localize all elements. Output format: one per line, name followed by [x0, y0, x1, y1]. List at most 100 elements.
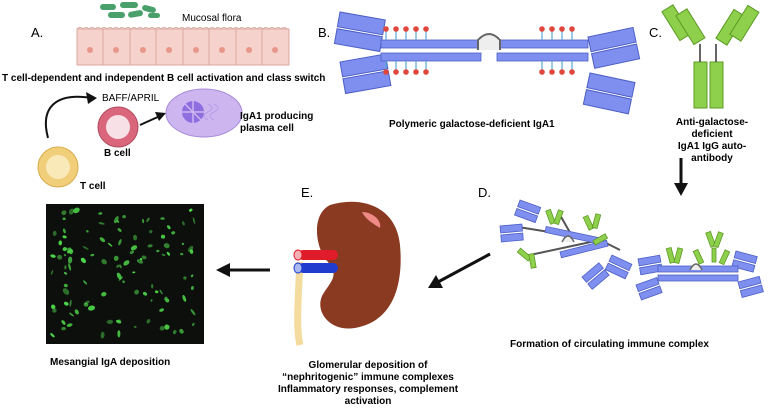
fluorescence-speck [163, 243, 170, 249]
fluorescence-speck [50, 270, 54, 275]
panel-c-line-3: IgA1 IgG auto- [677, 141, 747, 152]
b-cell [97, 106, 139, 148]
mucosal-flora-bacteria [100, 2, 160, 18]
plasma-cell-label-2: plasma cell [240, 123, 294, 134]
fluorescence-speck [192, 217, 196, 224]
fluorescence-speck [161, 253, 166, 257]
fluorescence-speck [167, 225, 171, 230]
panel-d-caption: Formation of circulating immune complex [510, 339, 709, 350]
fluorescence-speck [133, 325, 137, 329]
fluorescence-speck [63, 271, 68, 275]
fluorescence-speck [129, 250, 134, 254]
fluorescence-speck [63, 283, 68, 288]
panel-label-b: B. [318, 25, 331, 40]
b-cell-label: B cell [104, 148, 131, 159]
fluorescence-speck [192, 322, 195, 326]
fluorescence-speck [50, 254, 56, 258]
fluorescence-speck [139, 257, 143, 261]
fluorescence-speck [172, 329, 177, 335]
fluorescence-speck [164, 296, 168, 301]
diagonal-arrow [437, 252, 491, 284]
fluorescence-speck [156, 249, 160, 253]
mesangial-caption: Mesangial IgA deposition [50, 357, 171, 368]
fluorescence-speck [67, 247, 72, 253]
arrowhead [86, 92, 97, 104]
fluorescence-speck [90, 253, 95, 257]
kidney [293, 201, 401, 346]
fluorescence-speck [119, 264, 122, 269]
fluorescence-speck [101, 259, 107, 265]
fluorescence-speck [190, 286, 194, 290]
activation-title: T cell-dependent and independent B cell … [2, 73, 326, 84]
igg-autoantibody [661, 4, 760, 109]
polymeric-iga1-molecule [333, 11, 641, 115]
epithelium-layer [76, 27, 290, 66]
fluorescence-speck [182, 221, 185, 226]
fluorescence-speck [123, 260, 130, 266]
fluorescence-speck [183, 276, 187, 280]
fluorescence-speck [106, 319, 114, 325]
fluorescence-speck [146, 319, 151, 324]
fluorescence-speck [143, 291, 147, 296]
immune-complex-left [499, 199, 633, 290]
fluorescence-speck [52, 308, 57, 313]
fluorescence-speck [182, 294, 187, 302]
fluorescence-speck [164, 324, 170, 330]
b-to-plasma-arrow [139, 115, 161, 126]
fluorescence-speck [188, 208, 193, 212]
fluorescence-speck [160, 217, 165, 220]
mucosal-flora-label: Mucosal flora [182, 13, 242, 24]
fluorescence-speck [58, 240, 63, 246]
panel-c-line-2: deficient [691, 129, 733, 140]
fluorescence-speck [154, 290, 159, 294]
fluorescence-speck [62, 288, 70, 295]
fluorescence-speck [83, 280, 88, 285]
fluorescence-speck [61, 320, 66, 325]
fluorescence-speck [73, 207, 80, 214]
t-cell [37, 146, 79, 188]
fluorescence-speck [68, 263, 72, 271]
fluorescence-speck [147, 244, 153, 248]
fluorescence-speck [132, 271, 136, 274]
fluorescence-speck [68, 208, 75, 215]
fluorescence-speck [113, 255, 119, 261]
fluorescence-speck [80, 257, 86, 264]
fluorescence-speck [107, 242, 113, 247]
fluorescence-speck [61, 210, 67, 216]
panel-e-line-2: “nephritogenic” immune complexes [282, 372, 454, 383]
fluorescence-speck [166, 251, 170, 256]
fluorescence-speck [69, 312, 74, 317]
fluorescence-speck [69, 299, 72, 307]
fluorescence-speck [74, 309, 79, 315]
panel-e-line-1: Glomerular deposition of [308, 360, 428, 371]
panel-c-line-1: Anti-galactose- [675, 117, 749, 128]
fluorescence-speck [61, 326, 66, 331]
fluorescence-speck [179, 328, 184, 334]
fluorescence-speck [100, 331, 105, 339]
fluorescence-speck [63, 253, 67, 257]
fluorescence-speck [160, 234, 166, 239]
t-cell-label: T cell [80, 181, 106, 192]
fluorescence-speck [159, 325, 165, 331]
panel-label-c: C. [649, 25, 662, 40]
plasma-cell [165, 88, 243, 138]
panel-e-line-4: activation [344, 396, 392, 407]
fluorescence-speck [146, 217, 150, 223]
fluorescence-speck [180, 252, 184, 256]
mesangial-micrograph [46, 204, 204, 344]
fluorescence-speck [134, 289, 139, 295]
fluorescence-speck [66, 323, 73, 327]
fluorescence-speck [130, 245, 138, 251]
fluorescence-speck [62, 235, 67, 239]
fluorescence-speck [187, 245, 194, 253]
fluorescence-speck [99, 237, 106, 243]
fluorescence-speck [98, 212, 103, 215]
fluorescence-speck [118, 276, 123, 281]
panel-label-e: E. [301, 185, 314, 200]
fluorescence-speck [52, 230, 57, 236]
fluorescence-speck [151, 284, 154, 289]
fluorescence-speck [113, 216, 119, 224]
fluorescence-speck [101, 291, 107, 297]
fluorescence-speck [142, 218, 145, 224]
baff-april-label: BAFF/APRIL [102, 93, 160, 104]
